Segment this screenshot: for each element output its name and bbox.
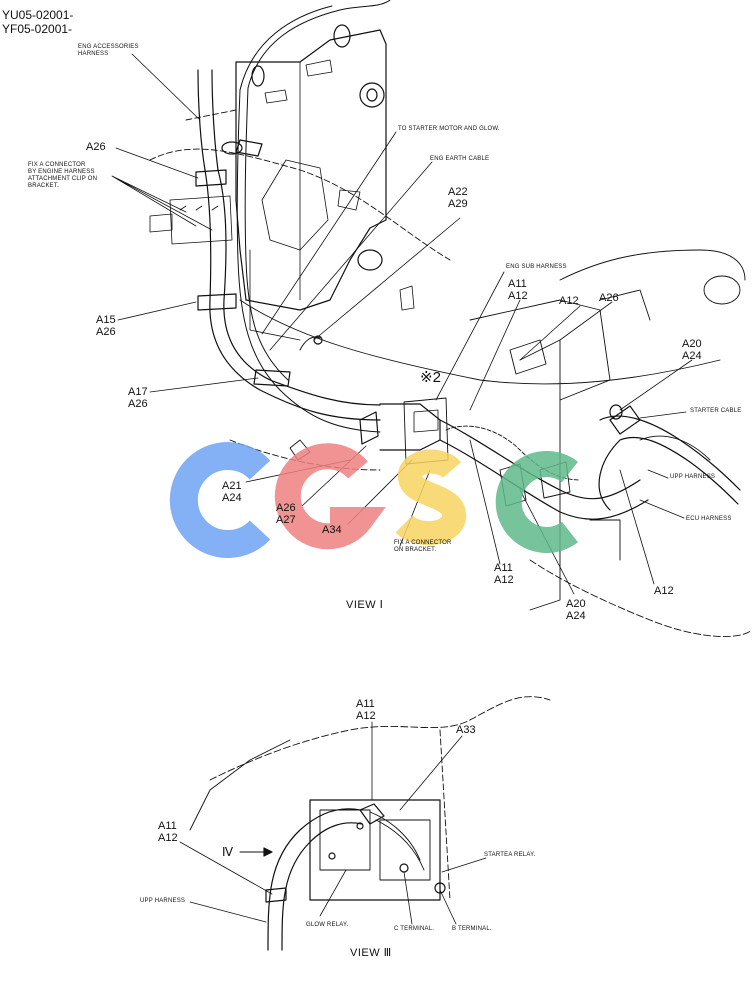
serial-range-line1: YU05-02001- xyxy=(2,8,74,22)
callout-a15-a26: A15 A26 xyxy=(96,314,116,338)
serial-range-line2: YF05-02001- xyxy=(2,22,73,36)
note-b-terminal: B TERMINAL. xyxy=(452,926,492,932)
model-serial-range: YU05-02001- YF05-02001- xyxy=(2,8,73,36)
frame-outline xyxy=(149,109,752,637)
note-fix-connector-engine-harness: FIX A CONNECTOR BY ENGINE HARNESS ATTACH… xyxy=(28,162,98,189)
note-c-terminal: C TERMINAL. xyxy=(394,926,435,932)
note-ecu-harness: ECU HARNESS xyxy=(686,516,732,522)
view3-title: VIEW Ⅲ xyxy=(350,947,392,959)
callout-a12-bottom-right: A12 xyxy=(654,585,674,597)
callout-a11-a12-view3-top: A11 A12 xyxy=(356,698,376,722)
note-glow-relay: GLOW RELAY. xyxy=(306,922,349,928)
callout-a11-a12-view3-left: A11 A12 xyxy=(158,820,178,844)
note-fix-connector-bracket: FIX A CONNECTOR ON BRACKET. xyxy=(394,540,452,553)
callout-a20-a24-bottom: A20 A24 xyxy=(566,598,586,622)
note-view3-upp-harness: UPP HARNESS xyxy=(140,898,186,904)
callout-a33: A33 xyxy=(456,724,476,736)
callout-a26-right: A26 xyxy=(599,292,619,304)
view1-title: VIEW Ⅰ xyxy=(346,599,384,611)
callout-a22-a29: A22 A29 xyxy=(448,186,468,210)
view-iv-arrow-label: Ⅳ xyxy=(222,845,234,859)
note-upp-harness: UPP HARNESS xyxy=(670,474,716,480)
callout-a34: A34 xyxy=(322,524,342,536)
callout-a11-a12-bottom: A11 A12 xyxy=(494,562,514,586)
watermark-letter-s-yellow xyxy=(395,449,466,545)
callout-a20-a24-top: A20 A24 xyxy=(682,338,702,362)
callout-a11-a12-sub: A11 A12 xyxy=(508,278,528,302)
callout-a26-top: A26 xyxy=(86,141,106,153)
watermark-letter-g-red xyxy=(274,443,386,550)
note-starter-relay: STARTEA RELAY. xyxy=(484,852,536,858)
leader-lines-view1 xyxy=(111,53,693,595)
note-eng-earth-cable: ENG EARTH CABLE xyxy=(430,156,490,162)
note-to-starter-motor: TO STARTER MOTOR AND GLOW. xyxy=(398,126,500,132)
callout-a21-a24: A21 A24 xyxy=(222,480,242,504)
engine-plate-outline xyxy=(235,29,415,341)
view3-drawing xyxy=(179,696,551,951)
watermark-letter-c-green xyxy=(495,451,578,553)
callout-a26-a27: A26 A27 xyxy=(276,502,296,526)
note-eng-sub-harness: ENG SUB HARNESS xyxy=(506,264,567,270)
note-starter-cable: STARTER CABLE xyxy=(690,408,742,414)
callout-a17-a26: A17 A26 xyxy=(128,386,148,410)
callout-mark-2: ※2 xyxy=(420,369,441,386)
callout-a12-right: A12 xyxy=(559,295,579,307)
watermark-letter-c-blue xyxy=(169,442,271,558)
note-eng-accessories-harness: ENG ACCESSORIES HARNESS xyxy=(78,44,139,57)
